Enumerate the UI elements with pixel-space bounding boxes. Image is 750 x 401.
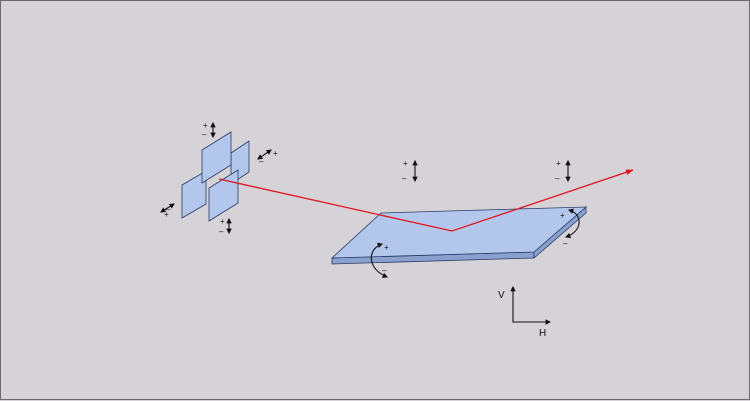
plus-sign: + bbox=[556, 159, 561, 168]
mirror-rotation-left: + – bbox=[370, 242, 389, 278]
slit-assembly bbox=[181, 131, 250, 222]
plus-sign: + bbox=[384, 243, 389, 252]
minus-sign: – bbox=[219, 227, 224, 236]
slit-right-horizontal-adjust: + – bbox=[257, 149, 278, 166]
slit-blade-left bbox=[181, 170, 207, 219]
plus-sign: + bbox=[560, 211, 565, 220]
axis-label-v: V bbox=[498, 290, 505, 301]
slit-blade-bottom bbox=[208, 169, 239, 222]
mirror-vertical-adjust-left: + – bbox=[402, 159, 418, 183]
minus-sign: – bbox=[259, 157, 264, 166]
plus-sign: + bbox=[203, 121, 208, 130]
minus-sign: – bbox=[402, 174, 407, 183]
minus-sign: – bbox=[202, 130, 207, 139]
mirror-vertical-adjust-right: + – bbox=[555, 159, 571, 183]
minus-sign: – bbox=[166, 205, 171, 214]
slit-top-vertical-adjust: + – bbox=[202, 121, 216, 139]
slit-left-horizontal-adjust: + – bbox=[160, 203, 175, 219]
plus-sign: + bbox=[220, 217, 225, 226]
mirror-rotation-right: + – bbox=[560, 208, 580, 248]
beam-path bbox=[218, 169, 634, 232]
axis-cross: V H bbox=[498, 285, 552, 339]
mirror-plate-top bbox=[330, 206, 588, 259]
plus-sign: + bbox=[164, 210, 169, 219]
minus-sign: – bbox=[563, 239, 568, 248]
mirror-plate bbox=[330, 206, 588, 265]
minus-sign: – bbox=[382, 266, 387, 275]
slit-bottom-vertical-adjust: + – bbox=[219, 217, 232, 236]
plus-sign: + bbox=[273, 149, 278, 158]
axis-label-h: H bbox=[539, 328, 546, 339]
plus-sign: + bbox=[403, 159, 408, 168]
slit-blade-top bbox=[201, 131, 232, 184]
minus-sign: – bbox=[555, 174, 560, 183]
